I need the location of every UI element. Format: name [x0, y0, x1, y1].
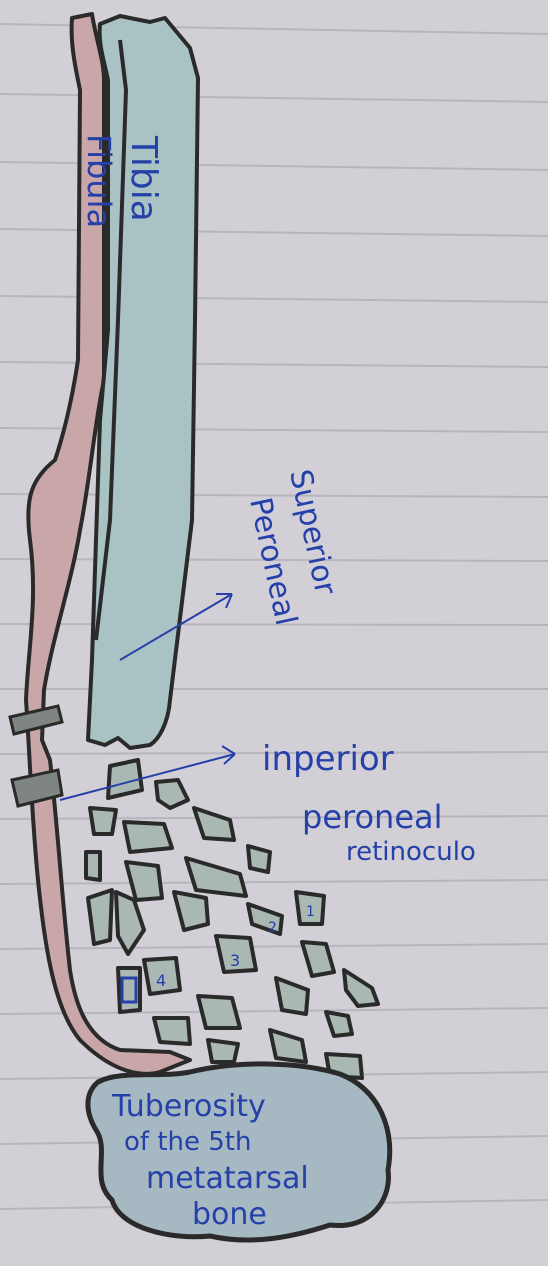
tarsal-bone: [90, 808, 116, 834]
tarsal-bone: [154, 1018, 190, 1044]
bone-number-4: 4: [156, 971, 166, 990]
tarsal-bone: [208, 1040, 238, 1062]
tarsal-bone: [302, 942, 334, 976]
tarsal-bone: [194, 808, 234, 840]
inferior-label-line2: peroneal: [302, 798, 443, 836]
tarsal-bone: [276, 978, 308, 1014]
tarsal-bone: [198, 996, 240, 1028]
tarsal-bone: [326, 1012, 352, 1036]
fibula-label: Fibula: [80, 134, 118, 228]
tarsal-bone: [126, 862, 162, 900]
tarsal-bone: [186, 858, 246, 896]
tarsal-bone: [270, 1030, 306, 1062]
tarsal-bone: [344, 970, 378, 1006]
tuberosity-label-line1: Tuberosity: [111, 1089, 266, 1124]
inferior-label-line3: retinoculo: [346, 837, 476, 867]
tuberosity-label-line3: metatarsal: [146, 1161, 309, 1196]
tibia-label: Tibia: [123, 135, 164, 222]
tarsal-bone: [248, 846, 270, 872]
tarsal-bone: [174, 892, 208, 930]
bone-number-1: 1: [306, 904, 315, 920]
tuberosity-label-line4: bone: [192, 1197, 267, 1232]
inferior-label-line1: inperior: [262, 739, 394, 779]
superior-retinaculum-band: [10, 706, 62, 734]
bone-number-2: 2: [268, 920, 277, 936]
tarsal-bone: [124, 822, 172, 852]
bone-number-3: 3: [230, 951, 240, 970]
tarsal-bone: [156, 780, 188, 808]
tarsal-bone: [86, 852, 100, 880]
tuberosity-label-line2: of the 5th: [124, 1127, 251, 1157]
tarsal-bone: [88, 890, 112, 944]
